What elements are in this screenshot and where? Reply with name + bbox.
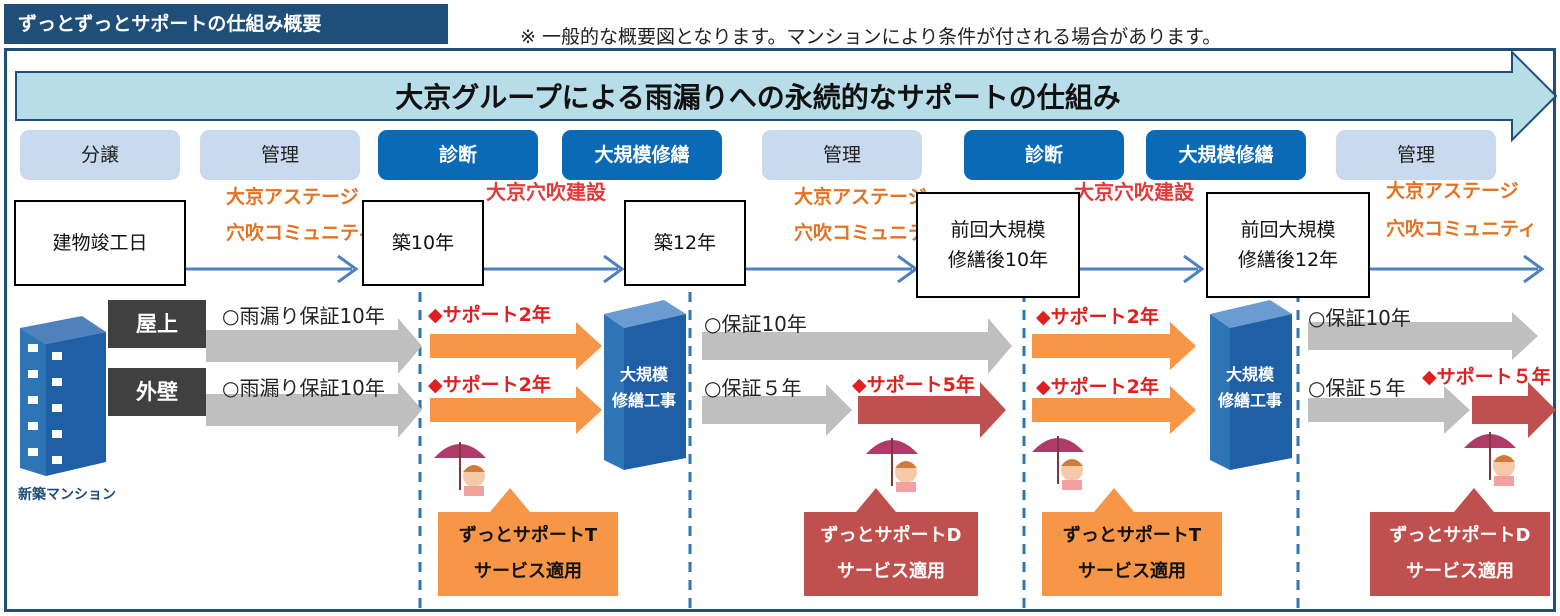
phase-diagnosis-2: 診断 <box>964 130 1124 180</box>
roof-support-arrow-2 <box>1032 322 1196 370</box>
phase-large-repair-2: 大規模修繕 <box>1146 130 1306 180</box>
banner-text: 大京グループによる雨漏りへの永続的なサポートの仕組み <box>395 81 1121 114</box>
roof-warranty-arrow-2 <box>702 318 1012 374</box>
roof-warranty-text: ○雨漏り保証10年 <box>222 304 385 328</box>
wall-warranty-arrow-3 <box>1308 386 1470 434</box>
wall-support5-arrow <box>858 382 1006 438</box>
wall-warranty-arrow-2 <box>702 384 852 436</box>
company-community-3: 穴吹コミュニティ <box>1386 218 1537 240</box>
building-label: 新築マンション <box>18 487 116 503</box>
company-asteage-3: 大京アステージ <box>1386 180 1519 202</box>
wall-support-arrow-2 <box>1032 386 1196 434</box>
wall-warranty-text-3: ○保証５年 <box>1308 376 1406 400</box>
wall-support5-text-2: ◆サポート５年 <box>1422 366 1551 388</box>
large-repair-block <box>604 300 686 470</box>
milestone-after-repair-10: 前回大規模 修繕後10年 <box>916 192 1080 298</box>
company-asteage: 大京アステージ <box>226 186 359 208</box>
diagram-title: ずっとずっとサポートの仕組み概要 <box>4 4 448 44</box>
phase-large-repair: 大規模修繕 <box>562 130 722 180</box>
repair-label-2: 大規模 修繕工事 <box>1217 365 1282 410</box>
service-d-callout-2: ずっとサポートD サービス適用 <box>1370 512 1550 596</box>
milestone-after-repair-12: 前回大規模 修繕後12年 <box>1206 192 1370 298</box>
umbrella-girl-icon <box>434 442 486 496</box>
company-asteage-2: 大京アステージ <box>794 186 927 208</box>
repair-label: 大規模 修繕工事 <box>611 365 676 410</box>
callout-pointer <box>1454 488 1494 512</box>
roof-support-text-2: ◆サポート2年 <box>1036 306 1159 328</box>
category-wall: 外壁 <box>108 368 206 416</box>
milestone-year-10: 築10年 <box>362 200 484 286</box>
diagram-frame <box>4 48 1556 612</box>
phase-diagnosis: 診断 <box>378 130 538 180</box>
wall-warranty-text-2: ○保証５年 <box>704 376 802 400</box>
wall-support-text: ◆サポート2年 <box>428 374 551 396</box>
phase-management-2: 管理 <box>762 130 922 180</box>
category-roof: 屋上 <box>108 300 206 348</box>
callout-pointer <box>856 488 896 512</box>
large-repair-block-2 <box>1210 300 1292 470</box>
company-community: 穴吹コミュニティ <box>226 222 377 244</box>
milestone-year-12: 築12年 <box>624 200 746 286</box>
company-construction: 大京穴吹建設 <box>486 180 606 204</box>
phase-management-3: 管理 <box>1336 130 1496 180</box>
disclaimer-note: ※ 一般的な概要図となります。マンションにより条件が付される場合があります。 <box>520 26 1222 48</box>
company-construction-2: 大京穴吹建設 <box>1074 180 1194 204</box>
phase-sale: 分譲 <box>20 130 180 180</box>
service-t-callout-2: ずっとサポートT サービス適用 <box>1042 512 1222 596</box>
wall-support5-arrow-2 <box>1472 382 1556 438</box>
roof-support-arrow <box>430 322 602 370</box>
company-community-2: 穴吹コミュニティ <box>794 222 945 244</box>
service-d-callout: ずっとサポートD サービス適用 <box>804 512 978 596</box>
wall-warranty-text: ○雨漏り保証10年 <box>222 376 385 400</box>
callout-pointer <box>1094 488 1134 512</box>
roof-support-text: ◆サポート2年 <box>428 304 551 326</box>
umbrella-girl-icon <box>866 438 918 492</box>
timeline-banner-arrow <box>15 49 1558 143</box>
roof-warranty-arrow <box>206 318 422 374</box>
roof-warranty-text-2: ○保証10年 <box>704 312 807 336</box>
umbrella-girl-icon <box>1032 436 1084 490</box>
umbrella-girl-icon <box>1464 432 1516 486</box>
wall-warranty-arrow <box>206 382 422 438</box>
building-icon <box>20 316 106 476</box>
wall-support5-text: ◆サポート5年 <box>852 374 975 396</box>
roof-warranty-arrow-3 <box>1308 312 1538 360</box>
service-t-callout: ずっとサポートT サービス適用 <box>438 512 618 596</box>
callout-pointer <box>490 488 530 512</box>
wall-support-text-2: ◆サポート2年 <box>1036 376 1159 398</box>
roof-warranty-text-3: ○保証10年 <box>1308 306 1411 330</box>
wall-support-arrow <box>430 386 602 434</box>
phase-management: 管理 <box>200 130 360 180</box>
milestone-completion: 建物竣工日 <box>14 200 186 286</box>
